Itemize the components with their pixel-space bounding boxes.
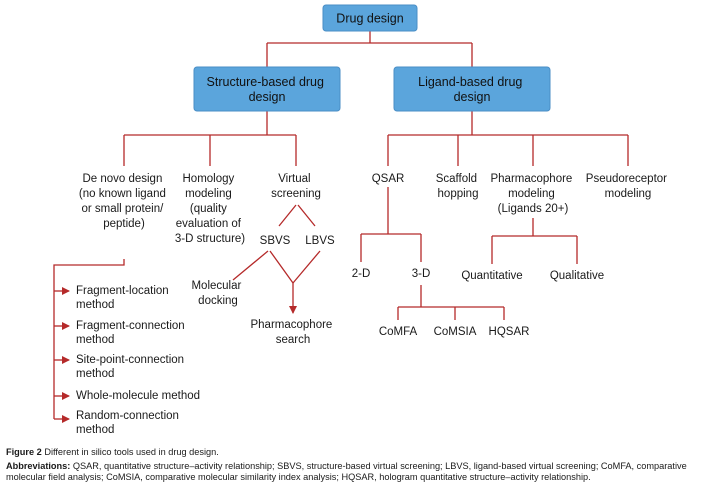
comsia-label: CoMSIA — [434, 326, 477, 338]
svg-text:Structure-based drug des: Structure-based drug design — [207, 75, 328, 104]
pharmacophore-modeling-label: Pharmacophore modeling (Ligands 20+) — [490, 173, 575, 215]
lbvs-label: LBVS — [305, 235, 335, 247]
figure-label: Figure 2 — [6, 447, 42, 457]
root-node: Drug design — [322, 4, 418, 32]
connector-de-novo-methods — [53, 259, 125, 419]
comfa-label: CoMFA — [379, 326, 418, 338]
arrows — [54, 283, 297, 423]
figure-caption: Figure 2 Different in silico tools used … — [6, 447, 722, 486]
abbreviations: Abbreviations: QSAR, quantitative struct… — [6, 461, 722, 484]
structure-based-label-line2: design — [249, 90, 286, 104]
figure-caption-title: Figure 2 Different in silico tools used … — [6, 447, 722, 459]
abbreviations-label: Abbreviations: — [6, 460, 71, 471]
homology-modeling-label: Homology modeling (quality evaluation of… — [175, 173, 245, 245]
de-novo-design-label: De novo design (no known ligand or small… — [79, 173, 169, 230]
pharmacophore-search-label: Pharmacophore search — [250, 319, 335, 346]
figure-title: Different in silico tools used in drug d… — [44, 447, 219, 457]
qsar-label: QSAR — [372, 173, 405, 185]
fragment-location-label: Fragment-location method — [76, 285, 172, 311]
structure-based-node: Structure-based drug design — [193, 66, 341, 112]
connector-lines — [53, 31, 629, 419]
connector-structure-based — [123, 111, 297, 166]
random-connection-label: Random-connection method — [76, 410, 182, 436]
fragment-connection-label: Fragment-connection method — [76, 320, 188, 346]
connector-qsar — [360, 187, 422, 262]
pseudoreceptor-modeling-label: Pseudoreceptor modeling — [586, 173, 670, 200]
qualitative-label: Qualitative — [550, 270, 604, 282]
ligand-based-label-line1: Ligand-based drug — [418, 75, 522, 89]
molecular-docking-label: Molecular docking — [191, 280, 244, 307]
scaffold-hopping-label: Scaffold hopping — [436, 173, 481, 200]
ligand-based-node: Ligand-based drug design — [393, 66, 551, 112]
two-d-label: 2-D — [352, 268, 371, 280]
connector-virtual-screening — [278, 204, 316, 227]
connector-ligand-based — [387, 111, 629, 166]
site-point-connection-label: Site-point-connection method — [76, 354, 187, 380]
ligand-based-box — [393, 66, 551, 112]
svg-text:Ligand-based drug design: Ligand-based drug design — [418, 75, 526, 104]
connector-sbvs-lbvs — [232, 250, 321, 284]
connector-root — [266, 31, 473, 67]
ligand-based-label-line2: design — [454, 90, 491, 104]
drug-design-tree-diagram: Drug design Structure-based drug design … — [53, 4, 670, 436]
sbvs-label: SBVS — [260, 235, 291, 247]
quantitative-label: Quantitative — [461, 270, 522, 282]
hqsar-label: HQSAR — [489, 326, 530, 338]
structure-based-label-line1: Structure-based drug — [207, 75, 324, 89]
connector-3d — [397, 285, 505, 320]
virtual-screening-label: Virtual screening — [271, 173, 321, 200]
structure-based-box — [193, 66, 341, 112]
three-d-label: 3-D — [412, 268, 431, 280]
root-label: Drug design — [336, 12, 403, 26]
abbreviations-text: QSAR, quantitative structure–activity re… — [6, 460, 687, 483]
root-box — [322, 4, 418, 32]
whole-molecule-label: Whole-molecule method — [76, 390, 200, 402]
connector-pharmacophore-modeling — [491, 218, 578, 264]
